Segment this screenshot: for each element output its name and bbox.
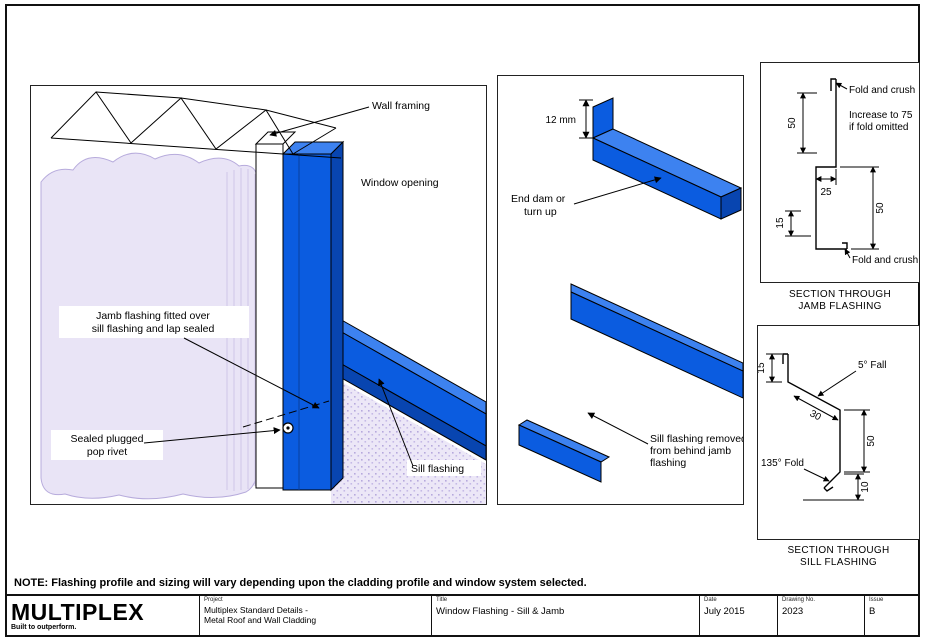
title-block-number-cell: Drawing No. 2023 (778, 596, 865, 635)
drawing-title: Window Flashing - Sill & Jamb (436, 606, 565, 617)
dim-50-right-label: 50 (875, 202, 886, 214)
title-label: Title (436, 597, 448, 603)
date-value: July 2015 (704, 606, 745, 617)
sill-sheet-face (570, 291, 743, 399)
jamb-label-bg (59, 306, 249, 338)
title-block-issue-cell: Issue B (865, 596, 920, 635)
increase-label-1: Increase to 75 (849, 110, 913, 121)
dim-50-label: 50 (866, 435, 877, 447)
sill-lower-face (518, 424, 602, 483)
sill-flashing-label: Sill flashing (411, 463, 464, 475)
dim-15-label: 15 (775, 217, 786, 229)
wall-framing-lines (50, 91, 342, 159)
drawing-no-label: Drawing No. (782, 597, 816, 603)
rivet-label-2: pop rivet (87, 446, 127, 458)
increase-label-2: if fold omitted (849, 122, 908, 133)
company-logo: MULTIPLEX (11, 599, 145, 625)
sill-section-caption: SECTION THROUGH SILL FLASHING (757, 545, 920, 569)
dim-12mm-label: 12 mm (545, 115, 576, 126)
issue-label: Issue (869, 597, 884, 603)
jamb-section-caption-2: JAMB FLASHING (798, 301, 882, 312)
panel-jamb-section: 50 25 50 15 Fold and crush Increase to 7… (760, 62, 920, 283)
project-label: Project (204, 597, 223, 603)
panel-sill-section: 15 5° Fall 30 50 135° Fold 10 (757, 325, 920, 540)
dim-25-label: 25 (820, 187, 832, 198)
title-block: MULTIPLEX Built to outperform. Project M… (7, 594, 920, 635)
project-name-line1: Multiplex Standard Details - (204, 605, 308, 615)
fall-leader (817, 370, 857, 397)
end-dam-leader (573, 176, 662, 205)
jamb-section-drawing: 50 25 50 15 Fold and crush Increase to 7… (775, 78, 918, 266)
dim-50-right (840, 166, 879, 250)
jamb-flashing-label-2: sill flashing and lap sealed (92, 323, 215, 335)
title-block-project-cell: Project Multiplex Standard Details - Met… (200, 596, 432, 635)
rivet-label-bg (51, 430, 163, 460)
fold-label: 135° Fold (761, 458, 804, 469)
sill-section-drawing: 15 5° Fall 30 50 135° Fold 10 (758, 353, 886, 501)
removed-label-2: from behind jamb (650, 445, 731, 457)
dim-15 (785, 210, 811, 237)
title-block-logo-cell: MULTIPLEX Built to outperform. (7, 596, 200, 635)
fold-top-leader (835, 82, 848, 90)
removed-label-3: flashing (650, 457, 686, 469)
fall-label: 5° Fall (858, 360, 886, 371)
sill-isometric-drawing: 12 mm End dam or turn up Sill flashing r… (511, 97, 743, 483)
dim-15 (766, 353, 782, 383)
end-dam-label-1: End dam or (511, 193, 566, 205)
dim-50 (844, 409, 870, 473)
jamb-section-caption: SECTION THROUGH JAMB FLASHING (760, 289, 920, 313)
jamb-flashing-leader (183, 337, 320, 409)
removed-label-1: Sill flashing removed (650, 433, 743, 445)
sill-section-caption-2: SILL FLASHING (800, 557, 877, 568)
title-block-title-cell: Title Window Flashing - Sill & Jamb (432, 596, 700, 635)
sill-bar-end-face (720, 187, 742, 220)
project-name-line2: Metal Roof and Wall Cladding (204, 615, 317, 625)
company-tagline: Built to outperform. (11, 624, 77, 631)
jamb-profile (815, 78, 848, 250)
dim-50-left (797, 92, 817, 154)
sill-sheet-top-edge (570, 283, 743, 372)
date-label: Date (704, 597, 717, 603)
fold-top-label: Fold and crush (849, 85, 915, 96)
title-block-date-cell: Date July 2015 (700, 596, 778, 635)
end-dam-label-2: turn up (524, 206, 557, 218)
removed-leader (587, 412, 649, 445)
jamb-flashing-face (282, 153, 332, 491)
dim-50-left-label: 50 (787, 117, 798, 129)
issue-value: B (869, 606, 876, 617)
dim-10-label: 10 (860, 481, 871, 493)
dim-12mm (579, 99, 593, 139)
sill-flashing-leader (378, 378, 414, 467)
window-opening-label: Window opening (361, 177, 439, 189)
jamb-section-caption-1: SECTION THROUGH (788, 289, 892, 300)
dim-25 (815, 169, 837, 185)
sill-section-caption-1: SECTION THROUGH (787, 545, 890, 556)
rivet-leader (143, 427, 281, 444)
jamb-flashing-label-1: Jamb flashing fitted over (96, 310, 210, 322)
drawing-no-value: 2023 (782, 606, 804, 617)
fold-bottom-leader (844, 248, 851, 259)
sill-profile (782, 353, 841, 492)
dim-10 (803, 473, 864, 501)
dim-30-label: 30 (808, 408, 823, 423)
dim-15-label: 15 (758, 362, 767, 374)
panel-jamb-isometric: Wall framing Window opening Jamb flashin… (30, 85, 487, 505)
wall-framing-label: Wall framing (372, 100, 430, 112)
jamb-flashing-side (330, 140, 344, 492)
fold-bottom-label: Fold and crush (852, 255, 918, 266)
fold-leader (803, 468, 830, 482)
pop-rivet (282, 422, 294, 434)
sheet-note: NOTE: Flashing profile and sizing will v… (14, 577, 587, 589)
panel-sill-isometric: 12 mm End dam or turn up Sill flashing r… (497, 75, 744, 505)
wall-framing-leader (269, 106, 370, 137)
jamb-isometric-drawing: Wall framing Window opening Jamb flashin… (40, 91, 486, 504)
sill-label-bg (407, 460, 481, 476)
dim-30-line (793, 395, 839, 421)
rivet-label-1: Sealed plugged (71, 433, 144, 445)
